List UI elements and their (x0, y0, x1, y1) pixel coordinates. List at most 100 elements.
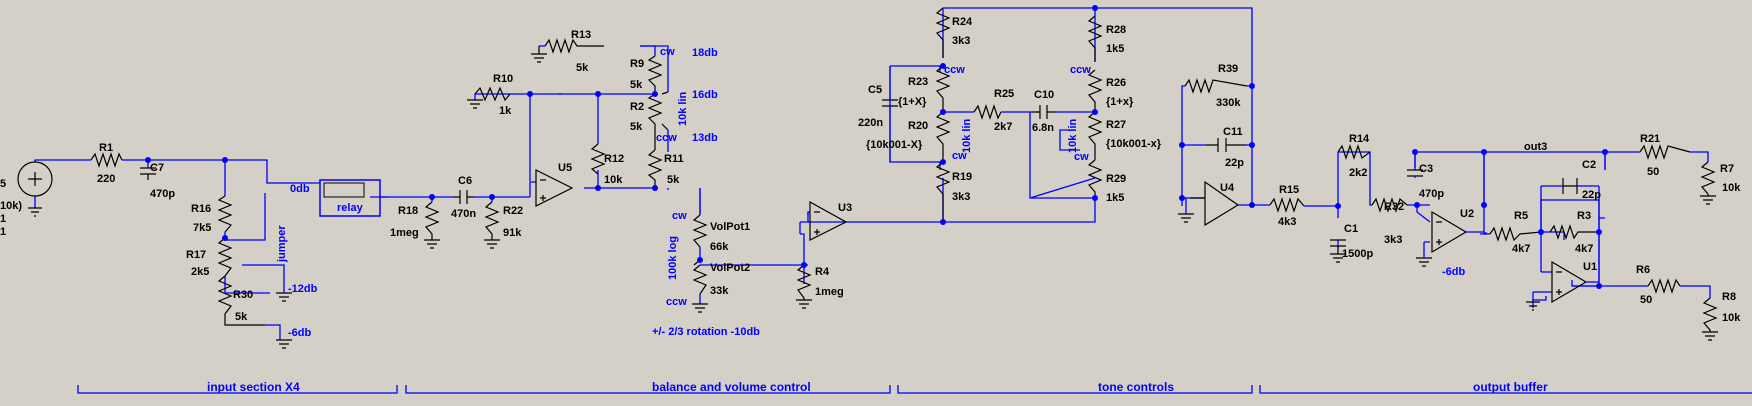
r17-name: R17 (186, 249, 206, 261)
net-18db: 18db (692, 47, 718, 59)
r16-name: R16 (191, 203, 211, 215)
r7-name: R7 (1720, 163, 1734, 175)
c2-value: 22p (1582, 189, 1601, 201)
net-minus12db: -12db (288, 283, 318, 295)
section-input: input section X4 (207, 380, 300, 394)
r20-value: {10k001-X} (866, 139, 923, 151)
r21-value: 50 (1647, 166, 1659, 178)
r9-value: 5k (630, 79, 643, 91)
wires (34, 7, 1711, 308)
r25-value: 2k7 (994, 121, 1012, 133)
r22-name: R22 (503, 205, 523, 217)
r11-name: R11 (664, 153, 684, 165)
component-labels: 5 10k) 1 1 R1 220 C7 470p R16 7k5 R17 2k… (0, 16, 1741, 324)
ccw-r2: ccw (656, 132, 677, 144)
cw-treble: cw (1074, 151, 1089, 163)
r8-name: R8 (1722, 291, 1736, 303)
r6-value: 50 (1640, 294, 1652, 306)
r20-name: R20 (908, 120, 928, 132)
r23-value: {1+X} (898, 96, 927, 108)
cw-r9: cw (660, 46, 675, 58)
cw-vol: cw (672, 210, 687, 222)
r28-value: 1k5 (1106, 43, 1124, 55)
r30-name: R30 (233, 289, 253, 301)
r21-name: R21 (1640, 133, 1660, 145)
c1-value: 1500p (1342, 248, 1373, 260)
r5-name: R5 (1514, 210, 1528, 222)
r26-name: R26 (1106, 77, 1126, 89)
r24-value: 3k3 (952, 35, 970, 47)
r1-value: 220 (97, 173, 115, 185)
section-labels: input section X4 balance and volume cont… (207, 380, 1548, 394)
r27-name: R27 (1106, 119, 1126, 131)
r5-value: 4k7 (1512, 243, 1530, 255)
net-labels: 0db jumper -12db -6db relay 18db 16db 13… (276, 46, 1547, 339)
c11-name: C11 (1223, 126, 1243, 138)
volpot1-name: VolPot1 (710, 221, 750, 233)
source-label-4: 1 (0, 226, 6, 238)
r10-name: R10 (493, 73, 513, 85)
r25-name: R25 (994, 88, 1014, 100)
r13-name: R13 (571, 29, 591, 41)
r14-name: R14 (1349, 133, 1370, 145)
rotation-note: +/- 2/3 rotation -10db (652, 326, 760, 338)
r23-name: R23 (908, 76, 928, 88)
ccw-vol: ccw (666, 296, 687, 308)
ccw-bass: ccw (944, 64, 965, 76)
u5-name: U5 (558, 162, 572, 174)
u3-name: U3 (838, 202, 852, 214)
r39-name: R39 (1218, 63, 1238, 75)
r8-value: 10k (1722, 312, 1741, 324)
r32-name: R32 (1384, 201, 1404, 213)
c11-value: 22p (1225, 157, 1244, 169)
r18-value: 1meg (390, 227, 419, 239)
net-jumper: jumper (276, 225, 288, 263)
pot-10k-lin-2: 10k lin (961, 118, 973, 153)
ccw-treble: ccw (1070, 64, 1091, 76)
r11-value: 5k (667, 174, 680, 186)
r16-value: 7k5 (193, 222, 211, 234)
c2-name: C2 (1582, 159, 1596, 171)
c3-name: C3 (1419, 163, 1433, 175)
r26-value: {1+x} (1106, 96, 1134, 108)
r15-value: 4k3 (1278, 216, 1296, 228)
r2-name: R2 (630, 101, 644, 113)
r19-value: 3k3 (952, 191, 970, 203)
r4-value: 1meg (815, 286, 844, 298)
c5-value: 220n (858, 117, 883, 129)
pot-100k-log: 100k log (667, 236, 679, 280)
r39-value: 330k (1216, 97, 1241, 109)
volpot2-name: VolPot2 (710, 262, 750, 274)
r4-name: R4 (815, 266, 830, 278)
net-13db: 13db (692, 132, 718, 144)
cw-bass: cw (952, 150, 967, 162)
r14-value: 2k2 (1349, 167, 1367, 179)
c10-name: C10 (1034, 89, 1054, 101)
junction-dots (145, 5, 1608, 289)
r17-value: 2k5 (191, 266, 209, 278)
section-tone: tone controls (1098, 380, 1174, 394)
pot-10k-lin-3: 10k lin (1067, 118, 1079, 153)
r12-value: 10k (604, 174, 623, 186)
c6-value: 470n (451, 208, 476, 220)
u4-name: U4 (1220, 182, 1235, 194)
r32-value: 3k3 (1384, 234, 1402, 246)
c7-value: 470p (150, 188, 175, 200)
section-balance: balance and volume control (652, 380, 811, 394)
r7-value: 10k (1722, 182, 1741, 194)
net-minus6db: -6db (288, 327, 312, 339)
c10-value: 6.8n (1032, 122, 1054, 134)
r2-value: 5k (630, 121, 643, 133)
r29-value: 1k5 (1106, 192, 1124, 204)
u1-name: U1 (1583, 261, 1597, 273)
r3-value: 4k7 (1575, 243, 1593, 255)
r28-name: R28 (1106, 24, 1126, 36)
r12-name: R12 (604, 153, 624, 165)
u2-name: U2 (1460, 208, 1474, 220)
r18-name: R18 (398, 205, 418, 217)
pot-10k-lin-1: 10k lin (677, 91, 689, 126)
r19-name: R19 (952, 171, 972, 183)
net-out3: out3 (1524, 141, 1547, 153)
volpot1-value: 66k (710, 241, 729, 253)
